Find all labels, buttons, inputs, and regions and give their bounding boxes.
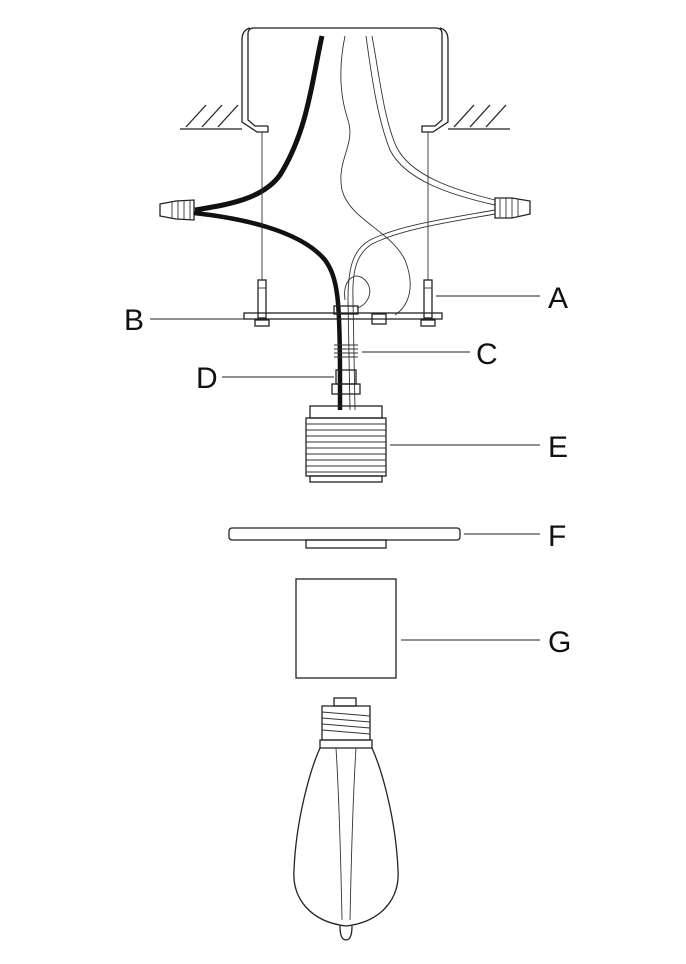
lamp-socket	[305, 405, 387, 483]
junction-box	[241, 27, 449, 133]
wire-connector-right	[494, 197, 531, 219]
label-a: A	[548, 282, 568, 315]
label-g: G	[548, 626, 571, 659]
threaded-rod	[334, 344, 358, 358]
shade-block	[295, 578, 397, 679]
mains-wires	[194, 35, 496, 316]
label-b: B	[124, 304, 144, 337]
ceiling-left	[180, 104, 242, 130]
ceiling-right	[448, 104, 510, 130]
label-f: F	[548, 520, 566, 553]
leader-lines	[150, 295, 540, 641]
label-e: E	[548, 431, 568, 464]
mounting-screw-left	[254, 132, 270, 327]
label-d: D	[196, 362, 218, 395]
cord-grip	[331, 369, 361, 395]
mounting-screw-right	[420, 132, 436, 327]
crossbar	[243, 305, 443, 325]
label-c: C	[476, 338, 498, 371]
wire-connector-left	[159, 199, 195, 221]
lamp-wires	[193, 209, 496, 411]
edison-bulb	[293, 697, 399, 941]
canopy-plate	[228, 527, 461, 549]
